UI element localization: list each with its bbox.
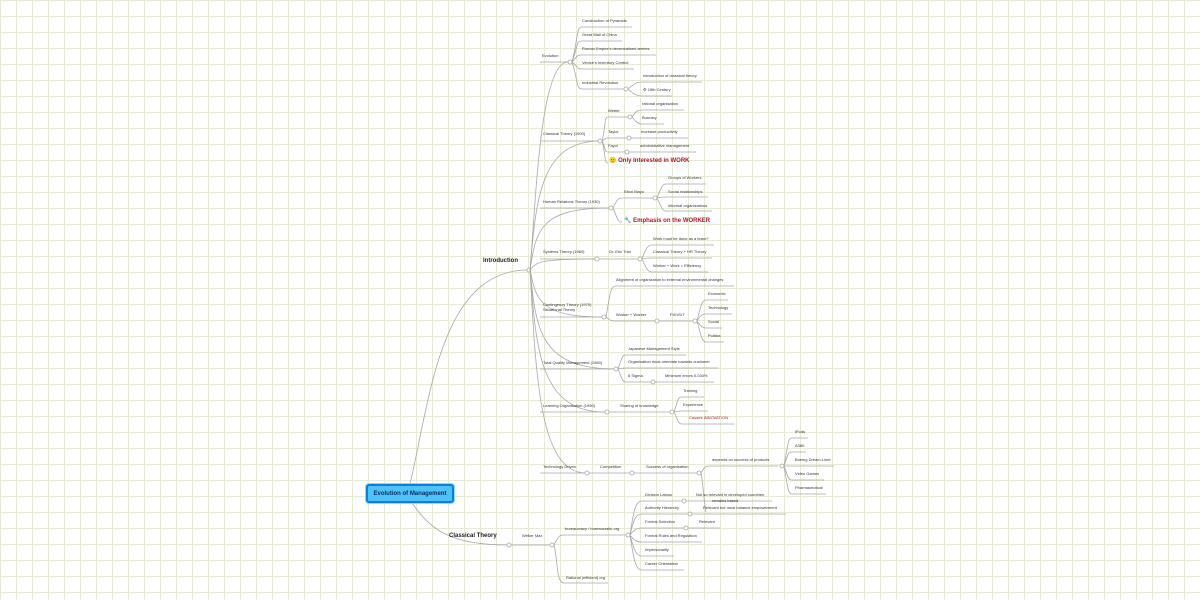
product-item[interactable]: Video Games (795, 471, 820, 476)
pest-item[interactable]: Economic (708, 291, 726, 296)
ct-division-note[interactable]: Not so relevant in developed countries (696, 492, 765, 497)
industrial-item[interactable]: Introduction of classical theory (643, 73, 697, 78)
human-elton-mayo[interactable]: Elton Mayo (624, 189, 645, 194)
ct-bureaucracy[interactable]: bureaucracy / bureaucratic org (565, 526, 620, 531)
ct-weber-max[interactable]: Weber Max (522, 533, 543, 538)
topic-tqm[interactable]: Total Quality Management (1980) (543, 360, 603, 365)
evolution-item[interactable]: Venice's Inventory Control (582, 60, 629, 65)
weber-item[interactable]: Bureacy (642, 115, 657, 120)
ct-rational[interactable]: Rational (efficient) org (566, 575, 606, 580)
learning-item[interactable]: Experience (683, 402, 704, 407)
tech-competition[interactable]: Competition (600, 464, 622, 469)
topic-human-relations[interactable]: Human Relations Theory (1930) (543, 199, 600, 204)
contingency-alignment[interactable]: Alignment of organization to external en… (616, 277, 724, 282)
pest-item[interactable]: Social (708, 319, 719, 324)
ct-item[interactable]: Formal Selection (645, 519, 676, 524)
systems-trist[interactable]: Dr. Eric Trist (609, 249, 631, 254)
contingency-worker[interactable]: Worker + Worker (616, 312, 647, 317)
systems-item[interactable]: Work must be done as a team? (653, 236, 709, 241)
tqm-item[interactable]: Organisation must orientate towards cust… (628, 359, 710, 364)
branch-classical-theory[interactable]: Classical Theory (449, 533, 497, 539)
classical-fayol[interactable]: Fayol (608, 143, 618, 148)
ct-item[interactable]: Impersonality (645, 547, 669, 552)
ct-selection-note[interactable]: Relevant (699, 519, 715, 524)
human-note[interactable]: 🔧 Emphasis on the WORKER (624, 218, 711, 224)
learning-item[interactable]: Causes INNOVATION (689, 415, 728, 420)
weber-item[interactable]: rational organisation (642, 101, 679, 106)
branch-introduction[interactable]: Introduction (483, 258, 518, 264)
classical-taylor[interactable]: Taylor (608, 129, 619, 134)
sigma-item[interactable]: Minimum errors 0.034% (665, 373, 708, 378)
learning-item[interactable]: Training (683, 388, 698, 393)
tech-success[interactable]: Success of organisation (646, 464, 689, 469)
contingency-pest[interactable]: P•E•S•T (670, 312, 685, 317)
pest-item[interactable]: Technology (708, 305, 729, 310)
ct-authority-note2[interactable]: Relevant but must balance empowerment (703, 505, 777, 510)
human-item[interactable]: Groups of Workers (668, 175, 702, 180)
product-item[interactable]: A380 (795, 443, 805, 448)
topic-evolution[interactable]: Evolution (542, 53, 559, 58)
topic-classical-theory-1900[interactable]: Classical Theory (1900) (543, 131, 586, 136)
pest-item[interactable]: Politics (708, 333, 721, 338)
topic-technology-driven[interactable]: Technology Driven (543, 464, 576, 469)
tqm-item[interactable]: 6 Sigma (628, 373, 643, 378)
topic-contingency[interactable]: Contingency Theory (1970) (543, 302, 592, 307)
topic-learning-org[interactable]: Learning Organisation (1990) (543, 403, 596, 408)
human-item[interactable]: informal organizations (668, 203, 708, 208)
systems-item[interactable]: Worker + Work = Efficiency (653, 263, 702, 268)
ct-item[interactable]: Division Labour (645, 492, 673, 497)
fayol-item[interactable]: administrative management (640, 143, 690, 148)
root-topic[interactable]: Evolution of Management (366, 484, 454, 503)
systems-item[interactable]: Classical Theory + HR Theory (653, 249, 707, 254)
taylor-item[interactable]: Increase productivity (641, 129, 678, 134)
product-item[interactable]: Pharmaceutical (795, 485, 823, 490)
evolution-item[interactable]: Great Wall of China (582, 32, 617, 37)
ct-item[interactable]: Career Orientation (645, 561, 678, 566)
human-item[interactable]: Social relationships (668, 189, 703, 194)
product-item[interactable]: Boeing Dream-Liner (795, 457, 831, 462)
topic-situational[interactable]: Situational Theory (543, 307, 576, 312)
classical-weber[interactable]: Weber (608, 108, 620, 113)
topic-systems-theory[interactable]: Systems Theory (1960) (543, 249, 585, 254)
evolution-item[interactable]: Roman Empire's decentralised armies (582, 46, 650, 51)
industrial-item[interactable]: ⚙ 19th Century (643, 87, 671, 92)
evolution-item[interactable]: Industrial Revolution (582, 80, 619, 85)
classical-note[interactable]: 😐 Only Interested in WORK (609, 158, 690, 164)
tqm-item[interactable]: Japanese Management Style (628, 346, 680, 351)
ct-item[interactable]: Authority Hierarchy (645, 505, 680, 510)
ct-authority-note1[interactable]: remains based (712, 498, 739, 503)
product-item[interactable]: iPods (795, 429, 806, 434)
ct-item[interactable]: Formal Rules and Regulation (645, 533, 697, 538)
tech-depends[interactable]: depends on success of products (712, 457, 770, 462)
evolution-item[interactable]: Construction of Pyramids (582, 18, 627, 23)
learning-sharing[interactable]: Sharing of knowledge (620, 403, 659, 408)
